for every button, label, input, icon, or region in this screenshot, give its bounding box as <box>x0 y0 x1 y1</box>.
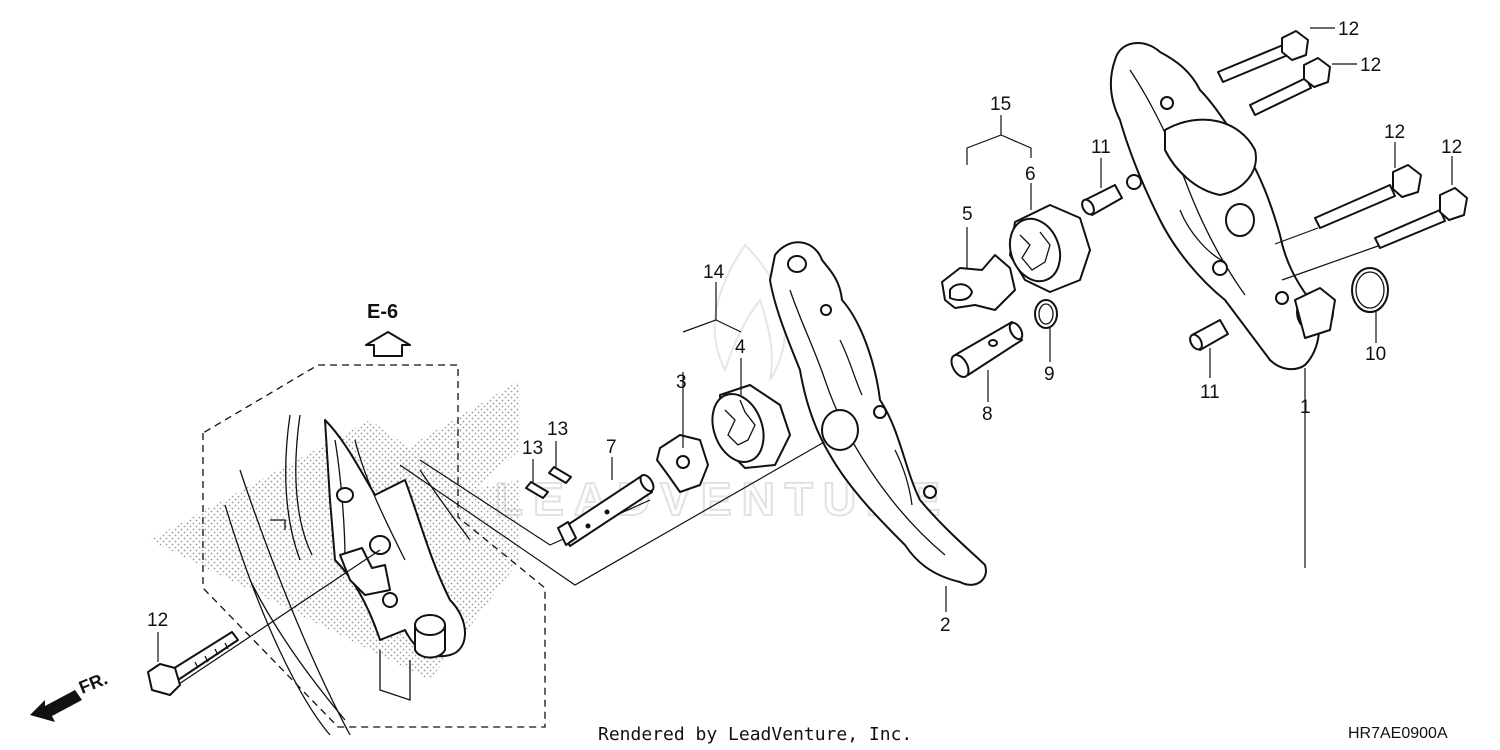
part-relief-valve <box>950 321 1024 378</box>
part-outer-rotor-front <box>711 384 791 469</box>
reference-arrow[interactable]: E-6 <box>365 301 411 357</box>
callout-14: 14 <box>703 262 725 283</box>
callout-7: 7 <box>606 437 617 458</box>
callout-12-top-2: 12 <box>1360 55 1381 76</box>
callout-10: 10 <box>1365 344 1386 365</box>
part-outer-rotor-rear <box>1008 204 1091 293</box>
part-inner-rotor-rear <box>941 254 1016 311</box>
callout-3: 3 <box>676 372 687 393</box>
callout-1: 1 <box>1300 397 1311 418</box>
callout-9: 9 <box>1044 364 1055 385</box>
callout-labels: 1 2 3 4 5 6 7 8 9 10 11 11 12 12 12 12 1… <box>147 19 1462 636</box>
part-o-ring <box>1351 267 1389 313</box>
callout-11-lower: 11 <box>1200 382 1220 403</box>
reference-arrow-label: E-6 <box>367 301 398 323</box>
callout-6: 6 <box>1025 164 1036 185</box>
callout-13-right: 13 <box>547 419 568 440</box>
part-inner-rotor-front <box>656 434 709 493</box>
part-pump-body <box>769 241 987 586</box>
front-indicator: FR. <box>30 668 110 722</box>
crankcase-detail <box>150 364 546 736</box>
rendered-by-credit: Rendered by LeadVenture, Inc. <box>598 724 912 745</box>
assembly-line-bolt <box>169 549 381 691</box>
part-bolt-top-1 <box>1217 30 1309 83</box>
part-bolt-left <box>147 631 239 696</box>
callout-12-top-1: 12 <box>1338 19 1359 40</box>
callout-11-upper: 11 <box>1091 137 1111 158</box>
part-bolt-top-2 <box>1249 57 1331 116</box>
assembly-line-pump <box>399 409 881 586</box>
callout-15: 15 <box>990 94 1011 115</box>
callout-13-left: 13 <box>522 438 543 459</box>
part-dowel-upper <box>1081 184 1123 216</box>
front-indicator-label: FR. <box>76 668 110 697</box>
bolt-line-2 <box>1281 245 1379 281</box>
part-pump-cover <box>1109 41 1336 371</box>
bolt-line-1 <box>1274 227 1319 245</box>
callout-5: 5 <box>962 204 973 225</box>
part-bolt-right-1 <box>1314 164 1422 229</box>
part-dowel-lower <box>1189 319 1229 351</box>
callout-2: 2 <box>940 615 951 636</box>
callout-12-right-2: 12 <box>1441 137 1462 158</box>
diagram-code: HR7AE0900A <box>1348 725 1448 742</box>
front-arrow-icon <box>30 690 82 722</box>
up-arrow-icon <box>365 331 411 357</box>
callout-4: 4 <box>735 337 746 358</box>
part-pump-shaft <box>557 473 655 547</box>
callout-12-left: 12 <box>147 610 168 631</box>
leader-lines <box>157 27 1453 662</box>
part-bolt-right-2 <box>1374 187 1468 249</box>
part-dowel-pins <box>525 466 572 499</box>
callout-12-right-1: 12 <box>1384 122 1405 143</box>
callout-8: 8 <box>982 404 993 425</box>
